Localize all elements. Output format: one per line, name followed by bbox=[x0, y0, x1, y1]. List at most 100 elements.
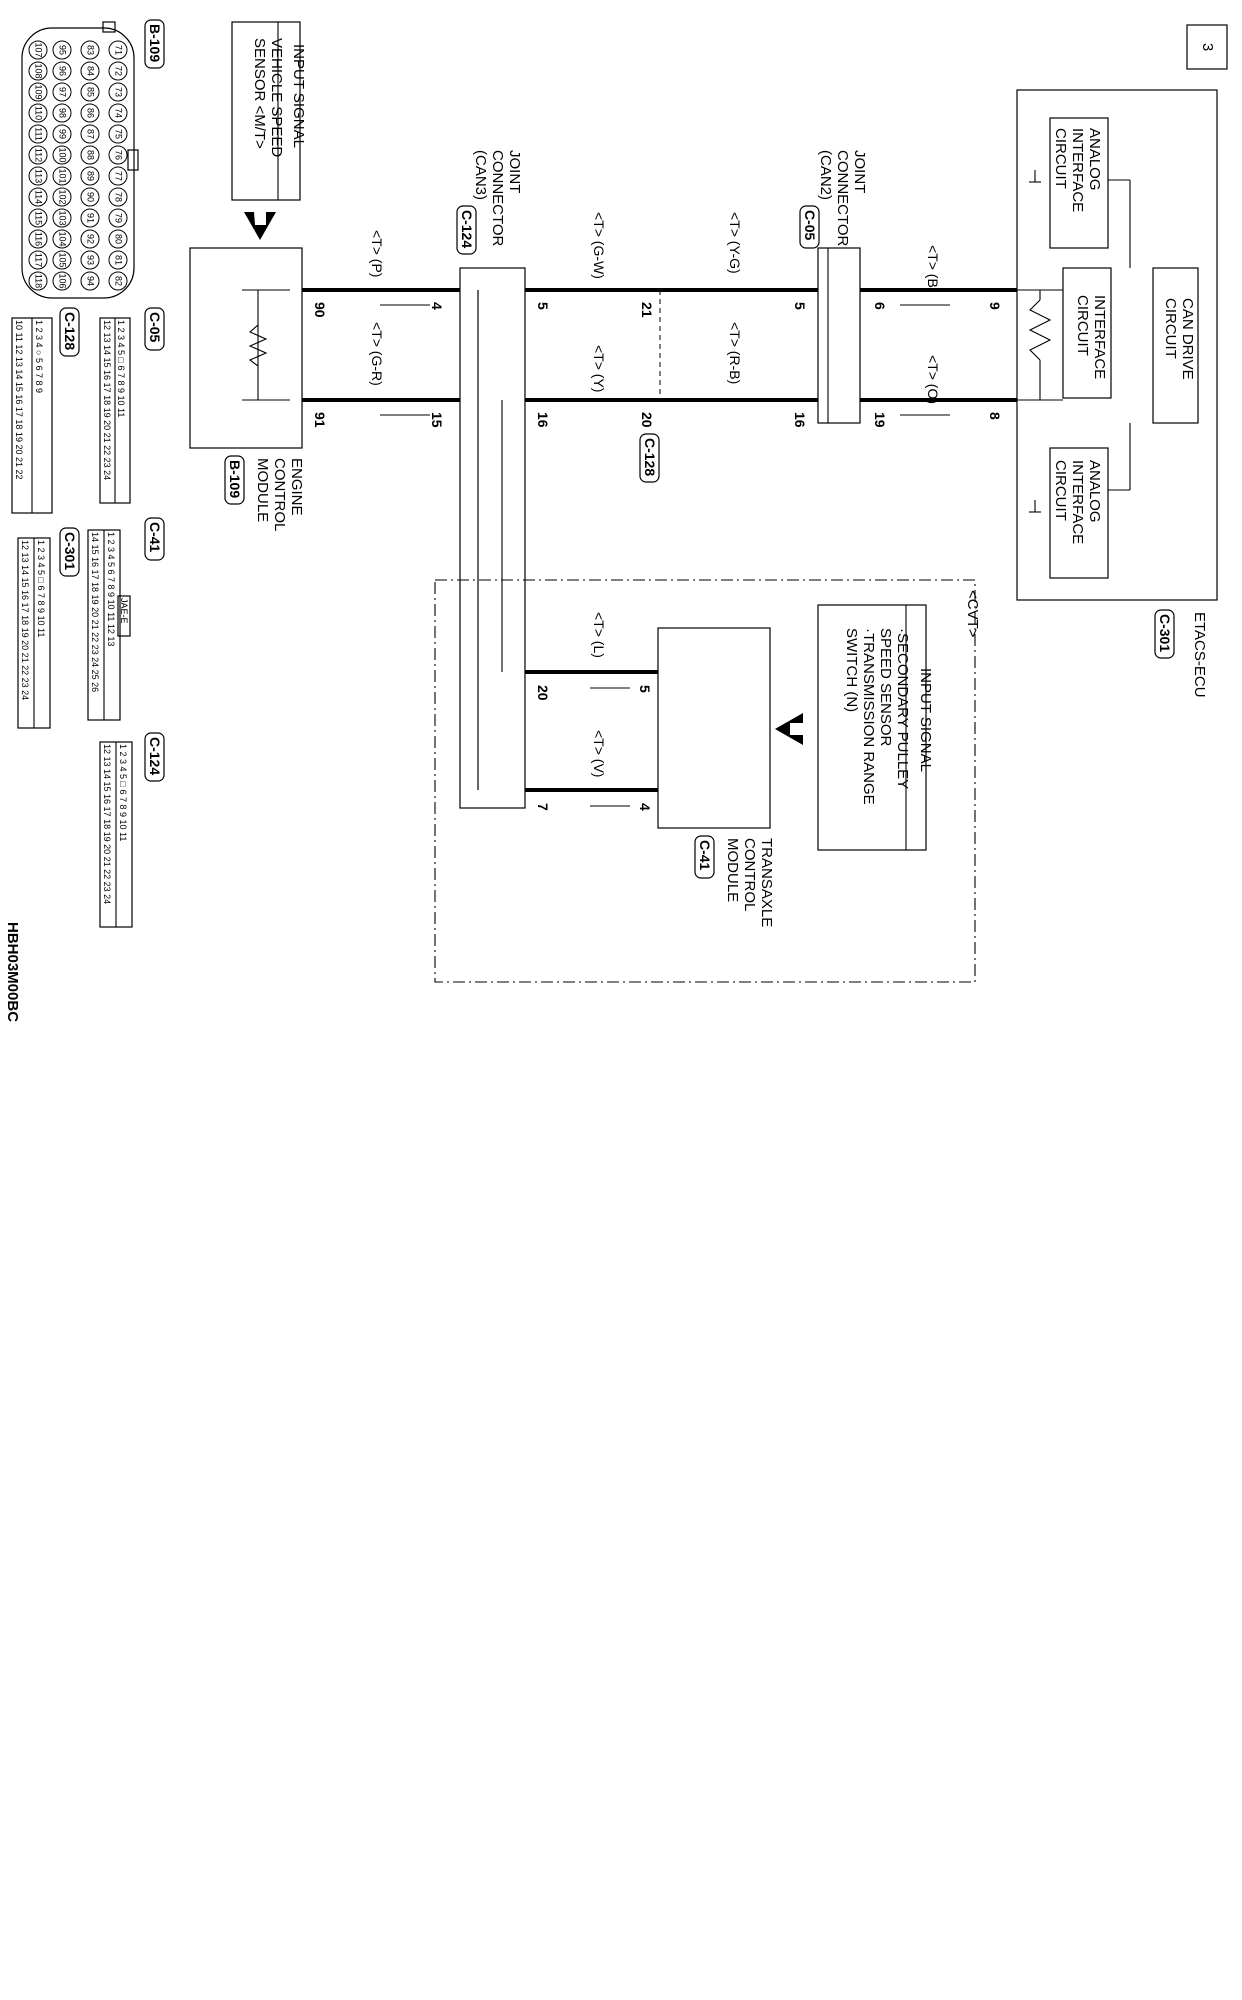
connector-pin bbox=[52, 124, 72, 144]
connector-pin bbox=[80, 145, 100, 165]
connector-pin-label: 87 bbox=[86, 129, 96, 139]
svg-text:20: 20 bbox=[535, 685, 551, 701]
svg-text:ENGINE: ENGINE bbox=[288, 458, 305, 516]
connector-pin bbox=[28, 271, 48, 291]
connector-pin bbox=[52, 82, 72, 102]
svg-text:5: 5 bbox=[637, 685, 653, 693]
svg-text:10 11 12 13 14 15 16 17 18 19: 10 11 12 13 14 15 16 17 18 19 20 21 22 bbox=[14, 320, 24, 479]
connector-pin bbox=[52, 145, 72, 165]
svg-text:4: 4 bbox=[429, 302, 445, 310]
connector-pin-label: 107 bbox=[34, 42, 44, 57]
ground-icon bbox=[1029, 170, 1041, 183]
svg-text:7: 7 bbox=[535, 803, 551, 811]
connector-pin bbox=[80, 208, 100, 228]
connector-pin-label: 106 bbox=[58, 273, 68, 288]
connector-pin bbox=[52, 250, 72, 270]
connector-pin-label: 110 bbox=[34, 106, 44, 120]
svg-text:<CVT>: <CVT> bbox=[964, 590, 981, 638]
connector-pin-label: 103 bbox=[58, 210, 68, 225]
connector-pin-label: 85 bbox=[86, 87, 96, 97]
connector-pin bbox=[52, 208, 72, 228]
connector-pin bbox=[52, 103, 72, 123]
connector-pin-label: 92 bbox=[86, 234, 96, 244]
connector-pin bbox=[52, 166, 72, 186]
connector-pin bbox=[28, 229, 48, 249]
connector-pin-label: 96 bbox=[58, 66, 68, 76]
connector-pin-label: 104 bbox=[58, 231, 68, 246]
connector-views: B-109 7172737475767778798081828384858687… bbox=[11, 19, 165, 928]
svg-text:12 13 14 15 16 17 18 19 20 21: 12 13 14 15 16 17 18 19 20 21 22 23 24 bbox=[20, 540, 30, 700]
connector-pin bbox=[52, 61, 72, 81]
svg-text:9: 9 bbox=[987, 302, 1003, 310]
svg-text:1 2 3 4 5 □ 6 7 8 9 10 11: 1 2 3 4 5 □ 6 7 8 9 10 11 bbox=[36, 540, 46, 637]
connector-pin-label: 118 bbox=[34, 274, 44, 288]
svg-text:1 2 3 4 5 □ 6 7 8 9 10 11: 1 2 3 4 5 □ 6 7 8 9 10 11 bbox=[118, 744, 128, 841]
svg-text:20: 20 bbox=[639, 412, 655, 428]
svg-text:C-124: C-124 bbox=[459, 210, 475, 248]
svg-text:91: 91 bbox=[312, 412, 328, 428]
connector-pin-label: 101 bbox=[58, 168, 68, 183]
connector-pin bbox=[80, 166, 100, 186]
connector-pin-label: 86 bbox=[86, 108, 96, 118]
connector-pin-label: 102 bbox=[58, 189, 68, 204]
svg-text:C-41: C-41 bbox=[147, 522, 163, 553]
ground-icon bbox=[1029, 500, 1041, 513]
svg-text:<T> (Y): <T> (Y) bbox=[591, 345, 607, 392]
svg-text:·SECONDARY PULLEY: ·SECONDARY PULLEY bbox=[894, 628, 911, 789]
connector-pin bbox=[28, 82, 48, 102]
connector-pin bbox=[80, 250, 100, 270]
connector-pin bbox=[80, 271, 100, 291]
svg-text:MODULE: MODULE bbox=[724, 838, 741, 902]
cvt-region: <CVT> INPUT SIGNAL ·SECONDARY PULLEY SPE… bbox=[434, 579, 981, 983]
transaxle-control-module bbox=[657, 627, 771, 829]
svg-text:TRANSAXLE: TRANSAXLE bbox=[758, 838, 775, 927]
connector-pin bbox=[80, 61, 100, 81]
connector-pin-label: 89 bbox=[86, 171, 96, 181]
svg-text:JOINT: JOINT bbox=[506, 150, 523, 193]
svg-text:SWITCH (N): SWITCH (N) bbox=[843, 628, 860, 712]
connector-view-c41: C-41 1 2 3 4 5 6 7 8 9 10 11 12 13 14 15… bbox=[87, 517, 165, 721]
connector-view-c128: C-128 1 2 3 4 ○ 5 6 7 8 9 10 11 12 13 14… bbox=[11, 307, 80, 514]
cvt-input-signal-box bbox=[817, 604, 927, 851]
svg-text:HBH03M00BC: HBH03M00BC bbox=[4, 922, 21, 1022]
connector-pin-label: 97 bbox=[58, 87, 68, 97]
connector-pin-label: 77 bbox=[114, 171, 124, 181]
connector-pin-label: 80 bbox=[114, 234, 124, 244]
connector-pin-label: 76 bbox=[114, 150, 124, 160]
svg-text:INTERFACE: INTERFACE bbox=[1069, 460, 1086, 544]
svg-text:1 2 3 4 5 6 7 8 9 10 11 12 13: 1 2 3 4 5 6 7 8 9 10 11 12 13 bbox=[106, 532, 116, 646]
svg-text:6: 6 bbox=[872, 302, 888, 310]
connector-pin-label: 100 bbox=[58, 147, 68, 162]
joint-connector-can2: JOINT CONNECTOR (CAN2) C-05 bbox=[799, 150, 868, 424]
connector-pin bbox=[28, 103, 48, 123]
svg-text:C-05: C-05 bbox=[147, 312, 163, 343]
connector-pin bbox=[52, 187, 72, 207]
connector-pin-label: 109 bbox=[34, 84, 44, 99]
connector-pin bbox=[108, 82, 128, 102]
connector-pin bbox=[28, 124, 48, 144]
connector-pin bbox=[28, 250, 48, 270]
svg-text:<T> (P): <T> (P) bbox=[369, 230, 385, 277]
svg-text:B-109: B-109 bbox=[227, 460, 243, 498]
termination-resistor-icon bbox=[248, 324, 268, 367]
svg-text:CIRCUIT: CIRCUIT bbox=[1052, 460, 1069, 521]
connector-pin bbox=[80, 103, 100, 123]
connector-pin-label: 114 bbox=[34, 190, 44, 204]
svg-text:<T> (V): <T> (V) bbox=[591, 730, 607, 777]
wire-labels: <T> (B) <T> (O) <T> (Y-G) <T> (R-B) <T> … bbox=[369, 212, 941, 777]
connector-pin bbox=[28, 145, 48, 165]
can-bus-wires bbox=[302, 288, 1017, 807]
svg-text:INTERFACE: INTERFACE bbox=[1069, 128, 1086, 212]
connector-pin-label: 82 bbox=[114, 276, 124, 286]
svg-text:ANALOG: ANALOG bbox=[1086, 128, 1103, 191]
svg-text:<T> (R-B): <T> (R-B) bbox=[727, 322, 743, 384]
signal-arrow-icon bbox=[775, 713, 803, 745]
connector-pin-label: 90 bbox=[86, 192, 96, 202]
svg-text:(CAN2): (CAN2) bbox=[817, 150, 834, 200]
analog-interface-circuit-bottom bbox=[1049, 447, 1109, 579]
connector-pin-label: 72 bbox=[114, 66, 124, 76]
input-signal-vss: INPUT SIGNAL VEHICLE SPEED SENSOR <M/T> bbox=[231, 21, 307, 240]
can-drive-circuit bbox=[1152, 267, 1199, 424]
connector-view-c05: C-05 1 2 3 4 5 □ 6 7 8 9 10 11 12 13 14 … bbox=[99, 307, 165, 504]
